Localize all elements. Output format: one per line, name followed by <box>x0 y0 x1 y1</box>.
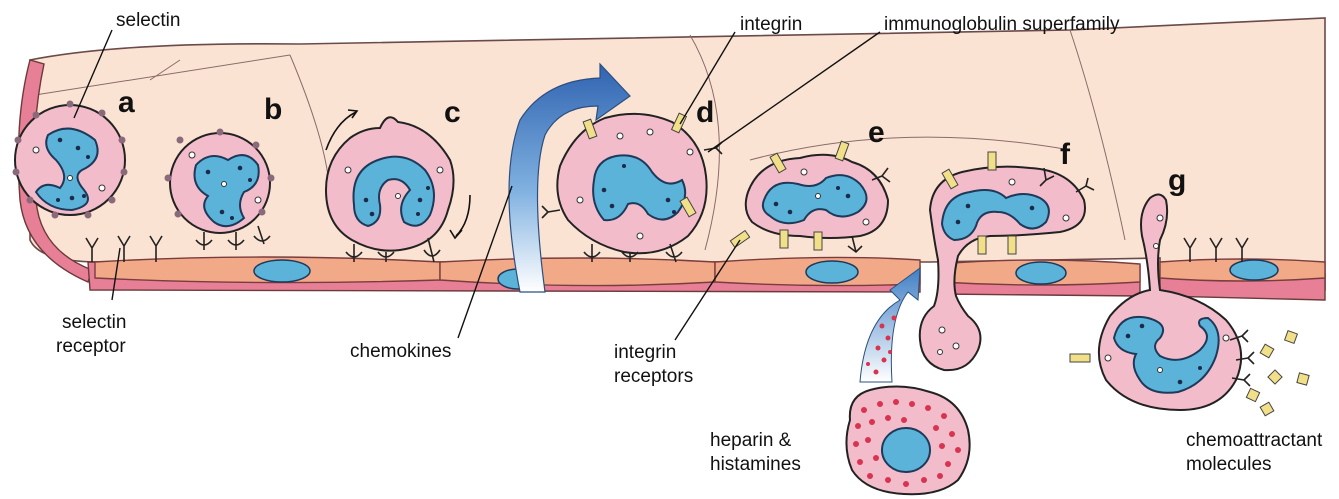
label-selectin: selectin <box>116 10 180 31</box>
stage-letter-c: c <box>444 96 461 129</box>
label-heparin-line2: histamines <box>710 454 801 475</box>
stage-letter-a: a <box>118 86 135 119</box>
stage-letter-e: e <box>868 116 885 149</box>
chemoattractant-molecules <box>1246 331 1309 416</box>
label-selectin-receptor-line1: selectin <box>62 312 126 333</box>
endothelial-nucleus-5 <box>1230 260 1278 280</box>
label-integrin: integrin <box>740 14 802 35</box>
mast-cell-nucleus <box>882 428 930 472</box>
label-integrin-receptors-line2: receptors <box>614 366 693 387</box>
label-immunoglobulin-superfamily: immunoglobulin superfamily <box>884 14 1120 35</box>
stage-letter-g: g <box>1168 164 1186 197</box>
label-integrin-receptors-line1: integrin <box>614 342 676 363</box>
endothelial-nucleus-4 <box>1016 262 1066 284</box>
stage-letter-f: f <box>1060 138 1071 171</box>
label-chemoattractant-line2: molecules <box>1186 454 1272 475</box>
label-heparin-line1: heparin & <box>710 430 792 451</box>
endothelial-nucleus-1 <box>254 260 310 282</box>
endothelial-nucleus-3 <box>806 261 858 283</box>
integrins <box>1070 354 1090 362</box>
stage-letter-d: d <box>696 96 714 129</box>
label-chemokines: chemokines <box>350 341 451 362</box>
label-selectin-receptor-line2: receptor <box>56 336 126 357</box>
label-chemoattractant-line1: chemoattractant <box>1186 430 1323 451</box>
stage-letter-b: b <box>264 93 282 126</box>
